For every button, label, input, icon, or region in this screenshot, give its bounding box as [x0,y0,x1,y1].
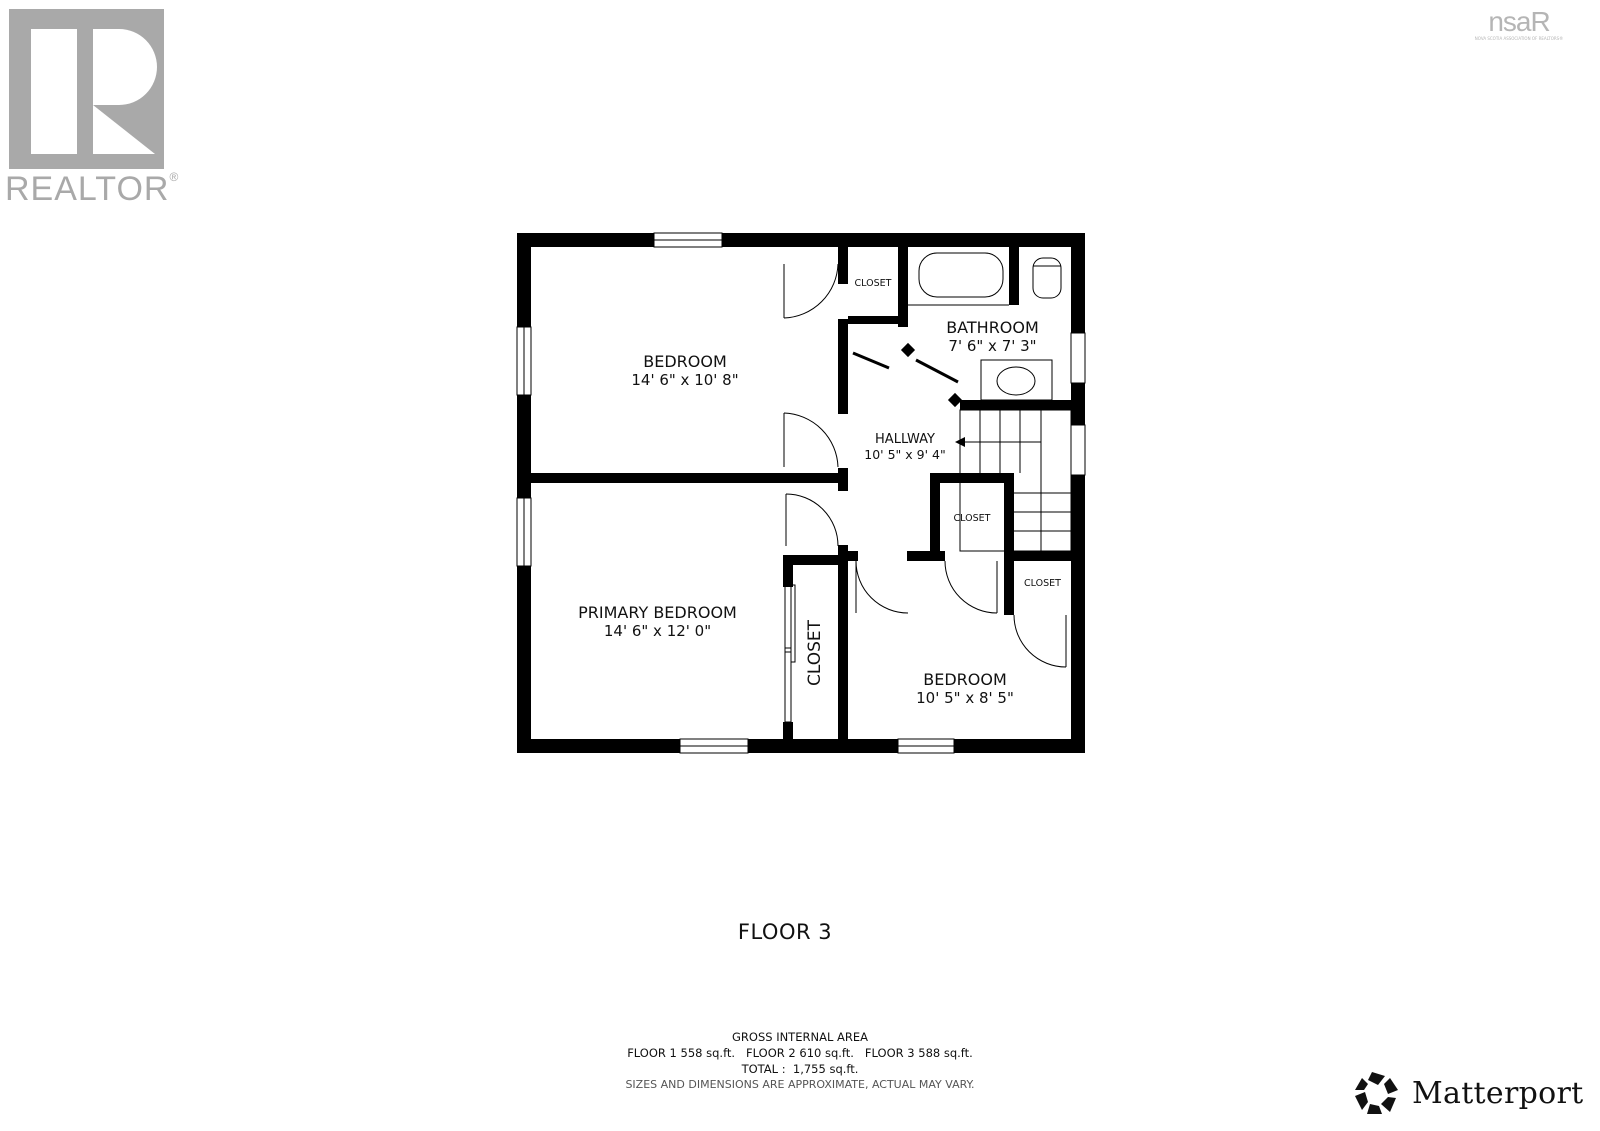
room-hallway: HALLWAY 10' 5" x 9' 4" [850,432,960,462]
room-bedroom-1: BEDROOM 14' 6" x 10' 8" [580,352,790,389]
gross-internal-area: GROSS INTERNAL AREA FLOOR 1 558 sq.ft. F… [560,1029,1040,1093]
room-dimensions: 14' 6" x 12' 0" [603,622,712,640]
realtor-logo-mark [9,9,164,169]
matterport-logo-icon [1355,1072,1398,1114]
floor-title: FLOOR 3 [737,920,833,944]
room-dimensions: 10' 5" x 9' 4" [864,447,946,462]
closet-label-bedroom2: CLOSET [1024,578,1061,589]
nsar-logo-subtext: NOVA SCOTIA ASSOCIATION OF REALTORS® [1474,36,1564,41]
realtor-logo-text: REALTOR® [5,170,180,208]
area-disclaimer: SIZES AND DIMENSIONS ARE APPROXIMATE, AC… [625,1078,975,1091]
room-dimensions: 10' 5" x 8' 5" [916,689,1014,707]
area-floors: FLOOR 1 558 sq.ft. FLOOR 2 610 sq.ft. FL… [627,1046,973,1060]
closet-label-top: CLOSET [854,278,892,289]
closet-label-hall: CLOSET [953,513,991,524]
nsar-logo-text: nsaR [1488,6,1550,37]
room-name: PRIMARY BEDROOM [578,603,737,622]
matterport-logo-text: Matterport [1412,1076,1584,1111]
room-name: BATHROOM [946,318,1039,337]
nsar-logo: nsaR NOVA SCOTIA ASSOCIATION OF REALTORS… [1474,6,1564,42]
room-bedroom-2: BEDROOM 10' 5" x 8' 5" [895,670,1035,707]
area-heading: GROSS INTERNAL AREA [731,1030,868,1044]
room-name: BEDROOM [643,352,727,371]
area-total: TOTAL : 1,755 sq.ft. [741,1062,859,1076]
room-dimensions: 14' 6" x 10' 8" [631,371,739,389]
room-dimensions: 7' 6" x 7' 3" [948,337,1037,355]
room-primary-bedroom: PRIMARY BEDROOM 14' 6" x 12' 0" [545,603,770,640]
room-name: HALLWAY [875,432,935,447]
room-bathroom: BATHROOM 7' 6" x 7' 3" [930,318,1055,355]
room-name: BEDROOM [923,670,1007,689]
realtor-r-icon [31,29,157,154]
closet-label-primary: CLOSET [805,619,825,687]
